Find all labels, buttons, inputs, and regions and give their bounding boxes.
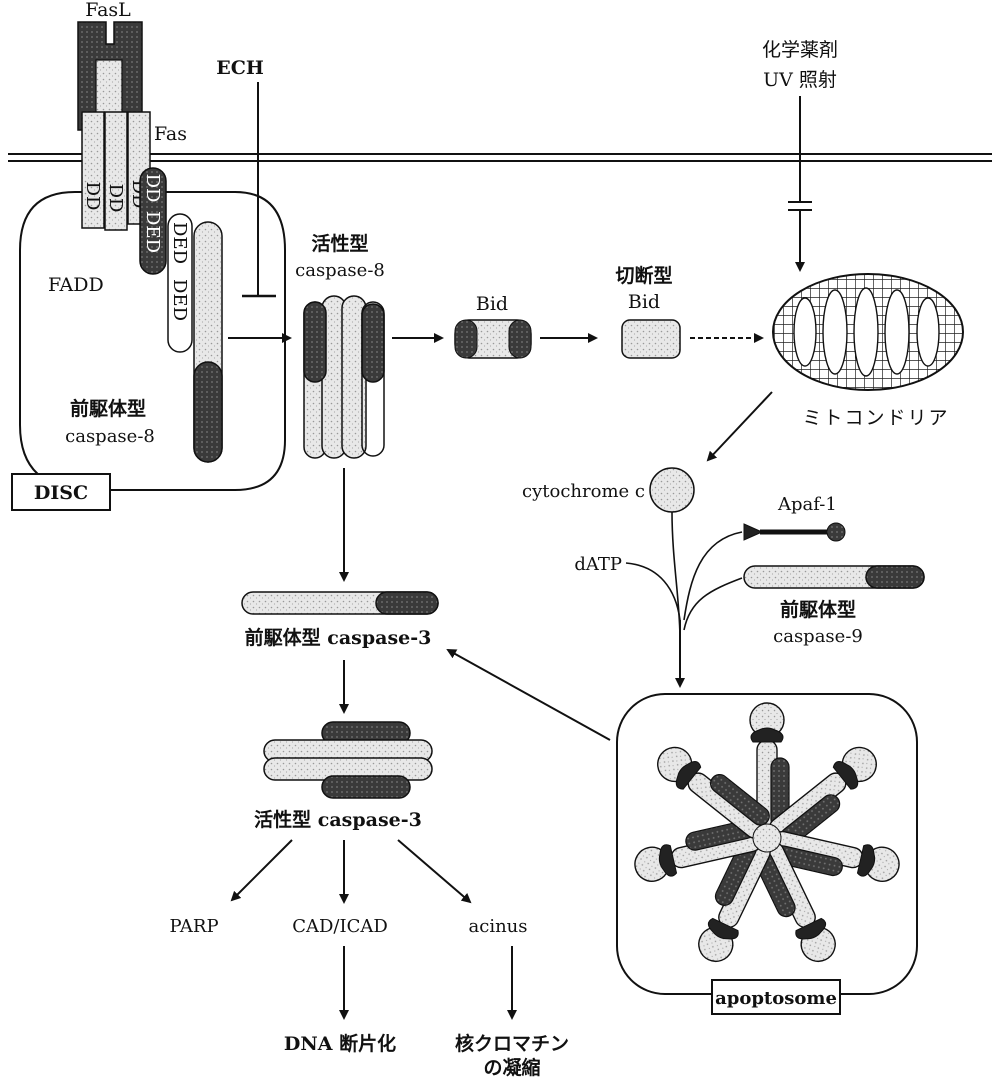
- acinus-label: acinus: [469, 916, 528, 937]
- ded-label: DED: [169, 222, 190, 264]
- disc-label: DISC: [34, 482, 88, 504]
- ded-label: DED: [142, 211, 163, 253]
- act-caspase8-label-2: caspase-8: [295, 260, 385, 281]
- uv-label: UV 照射: [763, 69, 837, 91]
- procaspase-3: 前駆体型 caspase-3: [242, 592, 438, 649]
- ded-label: DED: [169, 279, 190, 321]
- active-caspase8: 活性型 caspase-8: [295, 232, 385, 458]
- tbid-label-1: 切断型: [615, 264, 672, 287]
- fas-label: Fas: [154, 123, 187, 145]
- apaf1: Apaf-1: [744, 494, 845, 541]
- cad-label: CAD/ICAD: [292, 916, 388, 937]
- chromatin-label-1: 核クロマチン: [455, 1032, 569, 1055]
- apoptosome-label: apoptosome: [715, 988, 837, 1009]
- apaf1-label: Apaf-1: [777, 494, 837, 515]
- dd-label: DD: [82, 182, 103, 211]
- pro-caspase8-label-1: 前駆体型: [70, 397, 146, 420]
- pro-caspase8-label-2: caspase-8: [65, 426, 155, 447]
- pro-caspase3-label: 前駆体型 caspase-3: [245, 626, 432, 649]
- apoptosome-wheel: [630, 703, 902, 969]
- apoptosome: apoptosome: [617, 694, 917, 1014]
- dd-label: DD: [142, 174, 163, 203]
- fadd-label: FADD: [48, 274, 104, 296]
- arrow-to-acinus: [398, 840, 470, 902]
- bid-label: Bid: [476, 293, 508, 315]
- fasl-label: FasL: [85, 0, 131, 21]
- apoptosome-assembly-lines: [626, 512, 742, 686]
- mitochondria-label: ミトコンドリア: [802, 407, 949, 429]
- arrow-apoptosome-to-caspase3: [448, 650, 610, 740]
- cytochrome-c: cytochrome c: [522, 468, 694, 512]
- dd-label: DD: [105, 184, 126, 213]
- arrow-to-parp: [232, 840, 292, 900]
- bid-protein: Bid: [455, 293, 531, 358]
- dna-fragmentation-label: DNA 断片化: [284, 1032, 396, 1055]
- chromatin-label-2: の凝縮: [483, 1056, 540, 1079]
- cell-membrane: [8, 154, 992, 161]
- parp-label: PARP: [169, 916, 218, 937]
- datp-label: dATP: [574, 554, 622, 575]
- act-caspase8-label-1: 活性型: [311, 232, 368, 255]
- chemical-label: 化学薬剤: [762, 39, 838, 61]
- apoptosome-hub: [753, 824, 781, 852]
- ech-label: ECH: [216, 57, 264, 79]
- act-caspase3-label: 活性型 caspase-3: [254, 808, 422, 831]
- tbid-label-2: Bid: [628, 291, 660, 313]
- mitochondria: [773, 274, 963, 390]
- active-caspase3: 活性型 caspase-3: [254, 722, 432, 831]
- procaspase-9: 前駆体型 caspase-9: [744, 566, 924, 647]
- arrow-to-cytochrome-c: [708, 392, 772, 460]
- truncated-bid: 切断型 Bid: [615, 264, 680, 358]
- ech-inhibitor: ECH: [216, 57, 276, 296]
- fadd-adaptor: DD DED: [140, 168, 166, 274]
- pro-caspase9-label-2: caspase-9: [773, 626, 863, 647]
- procaspase-8: DED DED: [168, 214, 222, 462]
- cytochrome-c-label: cytochrome c: [522, 481, 645, 502]
- pro-caspase9-label-1: 前駆体型: [780, 598, 856, 621]
